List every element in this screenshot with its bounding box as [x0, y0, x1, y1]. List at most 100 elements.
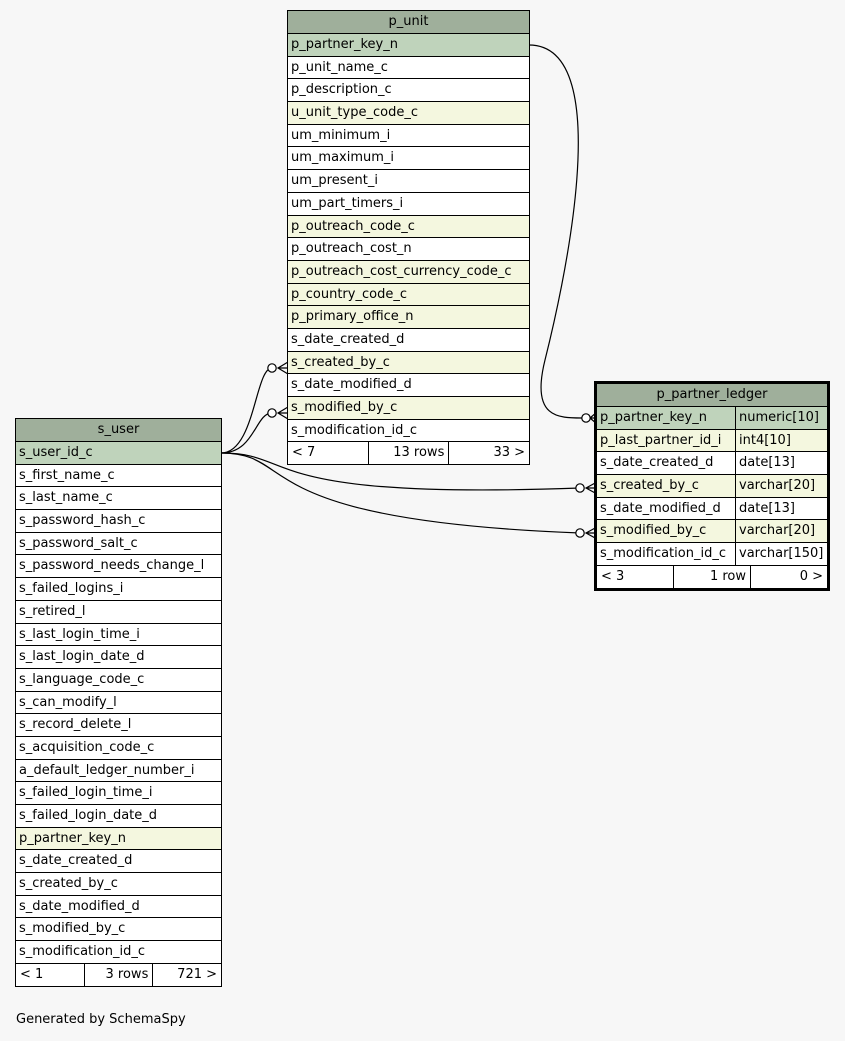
column-row[interactable]: um_present_i [288, 170, 529, 193]
row-count: 3 rows [83, 963, 153, 986]
column-row[interactable]: s_failed_login_time_i [16, 782, 221, 805]
column-row[interactable]: s_modification_id_c [288, 419, 529, 443]
column-name: s_failed_login_time_i [19, 785, 153, 801]
table-p-unit[interactable]: p_unit p_partner_key_n p_unit_name_c p_des… [287, 10, 530, 466]
column-row[interactable]: s_can_modify_l [16, 691, 221, 715]
column-name: s_created_by_c [291, 354, 390, 370]
column-name: p_primary_office_n [291, 309, 414, 325]
parents-count[interactable]: < 7 [292, 445, 316, 461]
column-name: p_partner_key_n [291, 37, 398, 52]
column-name: a_default_ledger_number_i [19, 762, 195, 778]
column-name: s_retired_l [19, 603, 86, 619]
parents-count[interactable]: < 1 [20, 966, 44, 982]
children-count[interactable]: 33 > [448, 442, 529, 465]
column-row[interactable]: s_last_login_date_d [16, 646, 221, 669]
column-row[interactable]: um_minimum_i [288, 124, 529, 148]
column-name: s_modified_by_c [291, 400, 398, 415]
column-row[interactable]: s_failed_logins_i [16, 578, 221, 601]
column-row[interactable]: u_unit_type_code_c [288, 102, 529, 125]
column-row[interactable]: s_last_login_time_i [16, 623, 221, 647]
column-name: um_present_i [291, 173, 378, 189]
column-name: s_first_name_c [19, 467, 115, 483]
column-name: s_modified_by_c [19, 921, 126, 937]
column-row[interactable]: s_password_hash_c [16, 510, 221, 533]
column-name: s_date_created_d [600, 455, 714, 471]
column-name: s_date_modified_d [291, 377, 412, 393]
parents-count[interactable]: < 3 [601, 568, 625, 584]
column-row[interactable]: s_date_created_d [16, 850, 221, 874]
column-name: s_date_created_d [19, 853, 133, 869]
column-row[interactable]: p_unit_name_c [288, 56, 529, 80]
column-row[interactable]: s_password_salt_c [16, 532, 221, 556]
table-header[interactable]: p_partner_ledger [597, 384, 827, 407]
link-s-user-to-p-unit-modified-by [220, 412, 273, 454]
column-name: s_acquisition_code_c [19, 739, 155, 755]
column-row[interactable]: s_modification_id_c [16, 941, 221, 964]
column-row[interactable]: p_partner_key_n [16, 827, 221, 851]
column-row[interactable]: s_failed_login_date_d [16, 805, 221, 828]
children-count[interactable]: 0 > [750, 565, 827, 588]
column-name: s_created_by_c [600, 478, 699, 494]
column-name: p_unit_name_c [291, 59, 388, 75]
column-row[interactable]: s_modified_by_c [288, 397, 529, 420]
table-s-user[interactable]: s_user s_user_id_c s_first_name_c s_last_n… [15, 418, 222, 987]
table-header[interactable]: p_unit [288, 11, 529, 34]
column-row[interactable]: um_maximum_i [288, 147, 529, 171]
column-row[interactable]: p_description_c [288, 79, 529, 103]
children-count[interactable]: 721 > [152, 963, 221, 986]
column-name: p_partner_key_n [19, 830, 126, 846]
column-row[interactable]: s_created_by_c varchar[20] [597, 475, 827, 498]
column-row[interactable]: s_record_delete_l [16, 714, 221, 737]
column-type: varchar[20] [735, 520, 827, 543]
column-row[interactable]: s_date_modified_d [16, 895, 221, 919]
optional-marker-p-unit-modified-by [267, 408, 277, 418]
column-name: s_password_needs_change_l [19, 558, 205, 574]
column-row[interactable]: p_outreach_cost_currency_code_c [288, 260, 529, 284]
column-name: s_failed_login_date_d [19, 808, 158, 823]
column-row[interactable]: s_first_name_c [16, 464, 221, 488]
optional-marker-p-unit-created-by [267, 363, 277, 373]
column-row[interactable]: s_date_modified_d [288, 374, 529, 397]
column-row[interactable]: s_date_created_d [288, 328, 529, 352]
table-footer: < 7 13 rows 33 > [288, 442, 529, 465]
column-row[interactable]: p_outreach_code_c [288, 215, 529, 239]
column-name: p_country_code_c [291, 286, 407, 302]
column-type: int4[10] [735, 429, 827, 452]
column-row[interactable]: s_date_created_d date[13] [597, 452, 827, 476]
column-row[interactable]: s_retired_l [16, 600, 221, 624]
table-footer: < 3 1 row 0 > [597, 565, 827, 588]
row-count: 1 row [673, 565, 750, 588]
link-s-user-to-p-unit-created-by [220, 367, 273, 454]
column-row[interactable]: s_language_code_c [16, 668, 221, 692]
column-name: s_password_salt_c [19, 535, 138, 551]
column-name: s_date_modified_d [19, 898, 140, 914]
column-name: s_failed_logins_i [19, 581, 124, 597]
column-list: p_partner_key_n p_unit_name_c p_descriptio… [288, 34, 529, 443]
optional-marker-ledger-created-by [575, 483, 585, 493]
column-row[interactable]: s_last_name_c [16, 487, 221, 511]
column-row[interactable]: s_created_by_c [288, 351, 529, 375]
column-row[interactable]: s_acquisition_code_c [16, 736, 221, 760]
column-row[interactable]: um_part_timers_i [288, 192, 529, 216]
column-row[interactable]: a_default_ledger_number_i [16, 759, 221, 783]
column-row[interactable]: s_modified_by_c [16, 918, 221, 942]
column-row[interactable]: p_partner_key_n [288, 34, 529, 57]
column-row[interactable]: p_country_code_c [288, 283, 529, 307]
column-row[interactable]: s_password_needs_change_l [16, 555, 221, 579]
column-row[interactable]: s_created_by_c [16, 873, 221, 896]
table-header[interactable]: s_user [16, 419, 221, 442]
column-name: p_outreach_cost_n [291, 241, 412, 257]
column-type: varchar[20] [735, 475, 827, 497]
column-row[interactable]: s_user_id_c [16, 442, 221, 465]
column-row[interactable]: p_primary_office_n [288, 306, 529, 329]
column-row[interactable]: p_outreach_cost_n [288, 238, 529, 261]
column-type: date[13] [735, 452, 827, 475]
column-name: s_record_delete_l [19, 717, 132, 733]
